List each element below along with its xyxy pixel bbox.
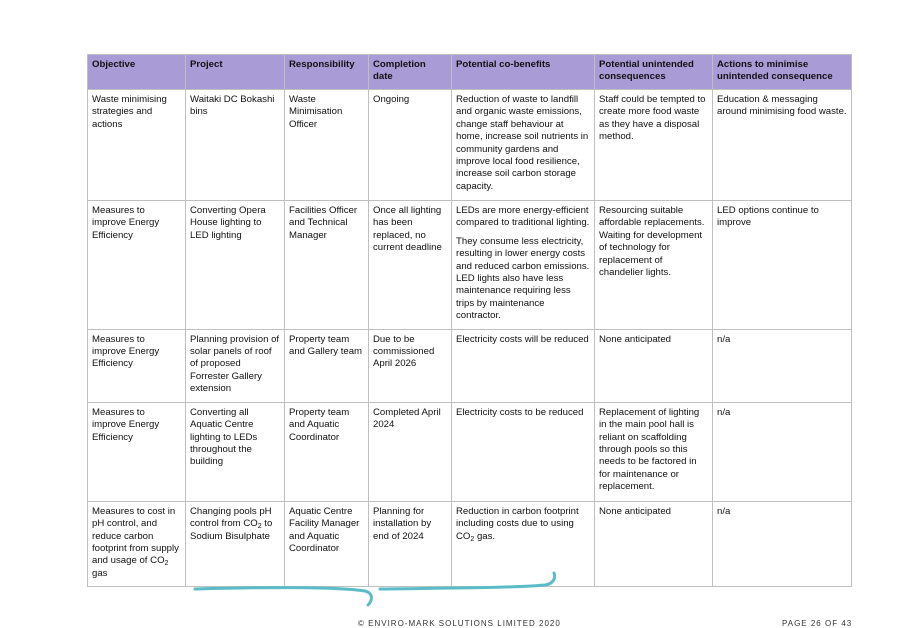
cell-co-benefits: Electricity costs will be reduced: [451, 328, 595, 403]
cell-objective: Measures to cost in pH control, and redu…: [87, 500, 186, 588]
header-completion-date: Completion date: [368, 54, 452, 90]
cell-completion-date: Planning for installation by end of 2024: [368, 500, 452, 588]
header-responsibility: Responsibility: [284, 54, 369, 90]
co-benefit-text: Electricity costs will be reduced: [456, 333, 589, 345]
cell-co-benefits: Electricity costs to be reduced: [451, 401, 595, 502]
table-row: Measures to improve Energy Efficiency Pl…: [87, 328, 852, 403]
header-project: Project: [185, 54, 285, 90]
cell-co-benefits: LEDs are more energy-efficient compared …: [451, 200, 595, 330]
header-co-benefits: Potential co-benefits: [451, 54, 595, 90]
cell-consequences: Replacement of lighting in the main pool…: [594, 401, 713, 502]
co-benefit-text: LEDs are more energy-efficient compared …: [456, 205, 590, 229]
table-row: Measures to improve Energy Efficiency Co…: [87, 401, 852, 502]
cell-objective: Measures to improve Energy Efficiency: [87, 328, 186, 403]
cell-objective: Measures to improve Energy Efficiency: [87, 401, 186, 502]
cell-completion-date: Once all lighting has been replaced, no …: [368, 200, 452, 330]
co-benefit-text: Electricity costs to be reduced: [456, 406, 584, 418]
cell-objective: Measures to improve Energy Efficiency: [87, 200, 186, 330]
cell-actions: Education & messaging around minimising …: [712, 89, 852, 201]
co-benefit-text-end: gas.: [474, 530, 496, 542]
co-benefit-text: They consume less electricity, resulting…: [456, 235, 590, 322]
objective-text-end: gas: [92, 567, 108, 579]
table-row: Measures to improve Energy Efficiency Co…: [87, 200, 852, 330]
project-text-end: to Sodium Bisulphate: [190, 518, 273, 542]
objective-text: Measures to cost in pH control, and redu…: [92, 505, 179, 567]
cell-project: Changing pools pH control from CO2 to So…: [185, 500, 285, 588]
cell-completion-date: Completed April 2024: [368, 401, 452, 502]
cell-completion-date: Ongoing: [368, 89, 452, 201]
subscript-two: 2: [164, 560, 169, 568]
subscript-two: 2: [470, 535, 475, 543]
cell-actions: n/a: [712, 500, 852, 588]
cell-objective: Waste minimising strategies and actions: [87, 89, 186, 201]
footer-page-number: PAGE 26 OF 43: [782, 619, 853, 628]
emissions-actions-table: Objective Project Responsibility Complet…: [87, 54, 852, 588]
table-header-row: Objective Project Responsibility Complet…: [87, 54, 852, 90]
cell-project: Converting Opera House lighting to LED l…: [185, 200, 285, 330]
table-row: Waste minimising strategies and actions …: [87, 89, 852, 201]
cell-consequences: None anticipated: [594, 328, 713, 403]
co-benefit-text: Reduction in carbon footprint including …: [456, 505, 579, 542]
cell-completion-date: Due to be commissioned April 2026: [368, 328, 452, 403]
table-row: Measures to cost in pH control, and redu…: [87, 500, 852, 588]
project-text: Changing pools pH control from CO: [190, 505, 272, 530]
subscript-two: 2: [257, 523, 262, 531]
header-objective: Objective: [87, 54, 186, 90]
cell-actions: n/a: [712, 328, 852, 403]
cell-responsibility: Property team and Aquatic Coordinator: [284, 401, 369, 502]
cell-responsibility: Aquatic Centre Facility Manager and Aqua…: [284, 500, 369, 588]
cell-consequences: Staff could be tempted to create more fo…: [594, 89, 713, 201]
footer-copyright: © ENVIRO-MARK SOLUTIONS LIMITED 2020: [358, 619, 561, 628]
cell-responsibility: Waste Minimisation Officer: [284, 89, 369, 201]
cell-co-benefits: Reduction of waste to landfill and organ…: [451, 89, 595, 201]
header-actions: Actions to minimise unintended consequen…: [712, 54, 852, 90]
cell-project: Planning provision of solar panels of ro…: [185, 328, 285, 403]
cell-project: Waitaki DC Bokashi bins: [185, 89, 285, 201]
cell-actions: LED options continue to improve: [712, 200, 852, 330]
cell-actions: n/a: [712, 401, 852, 502]
co-benefit-text: Reduction of waste to landfill and organ…: [456, 94, 589, 192]
cell-consequences: Resourcing suitable affordable replaceme…: [594, 200, 713, 330]
cell-responsibility: Facilities Officer and Technical Manager: [284, 200, 369, 330]
header-unintended-consequences: Potential unintended consequences: [594, 54, 713, 90]
cell-responsibility: Property team and Gallery team: [284, 328, 369, 403]
cell-project: Converting all Aquatic Centre lighting t…: [185, 401, 285, 502]
decorative-wave-graphic: [193, 571, 744, 607]
